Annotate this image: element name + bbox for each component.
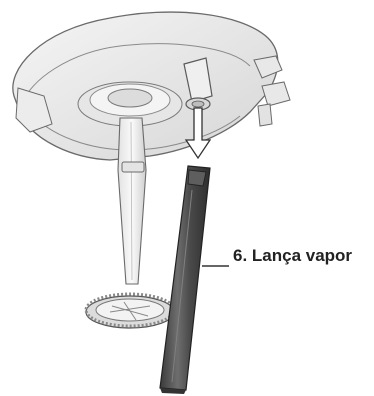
component-outline — [13, 12, 290, 160]
steam-wand — [160, 166, 210, 394]
central-shaft — [118, 118, 146, 284]
frother-whisk — [86, 294, 174, 328]
callout-label-steam-wand: 6. Lança vapor — [233, 246, 352, 266]
